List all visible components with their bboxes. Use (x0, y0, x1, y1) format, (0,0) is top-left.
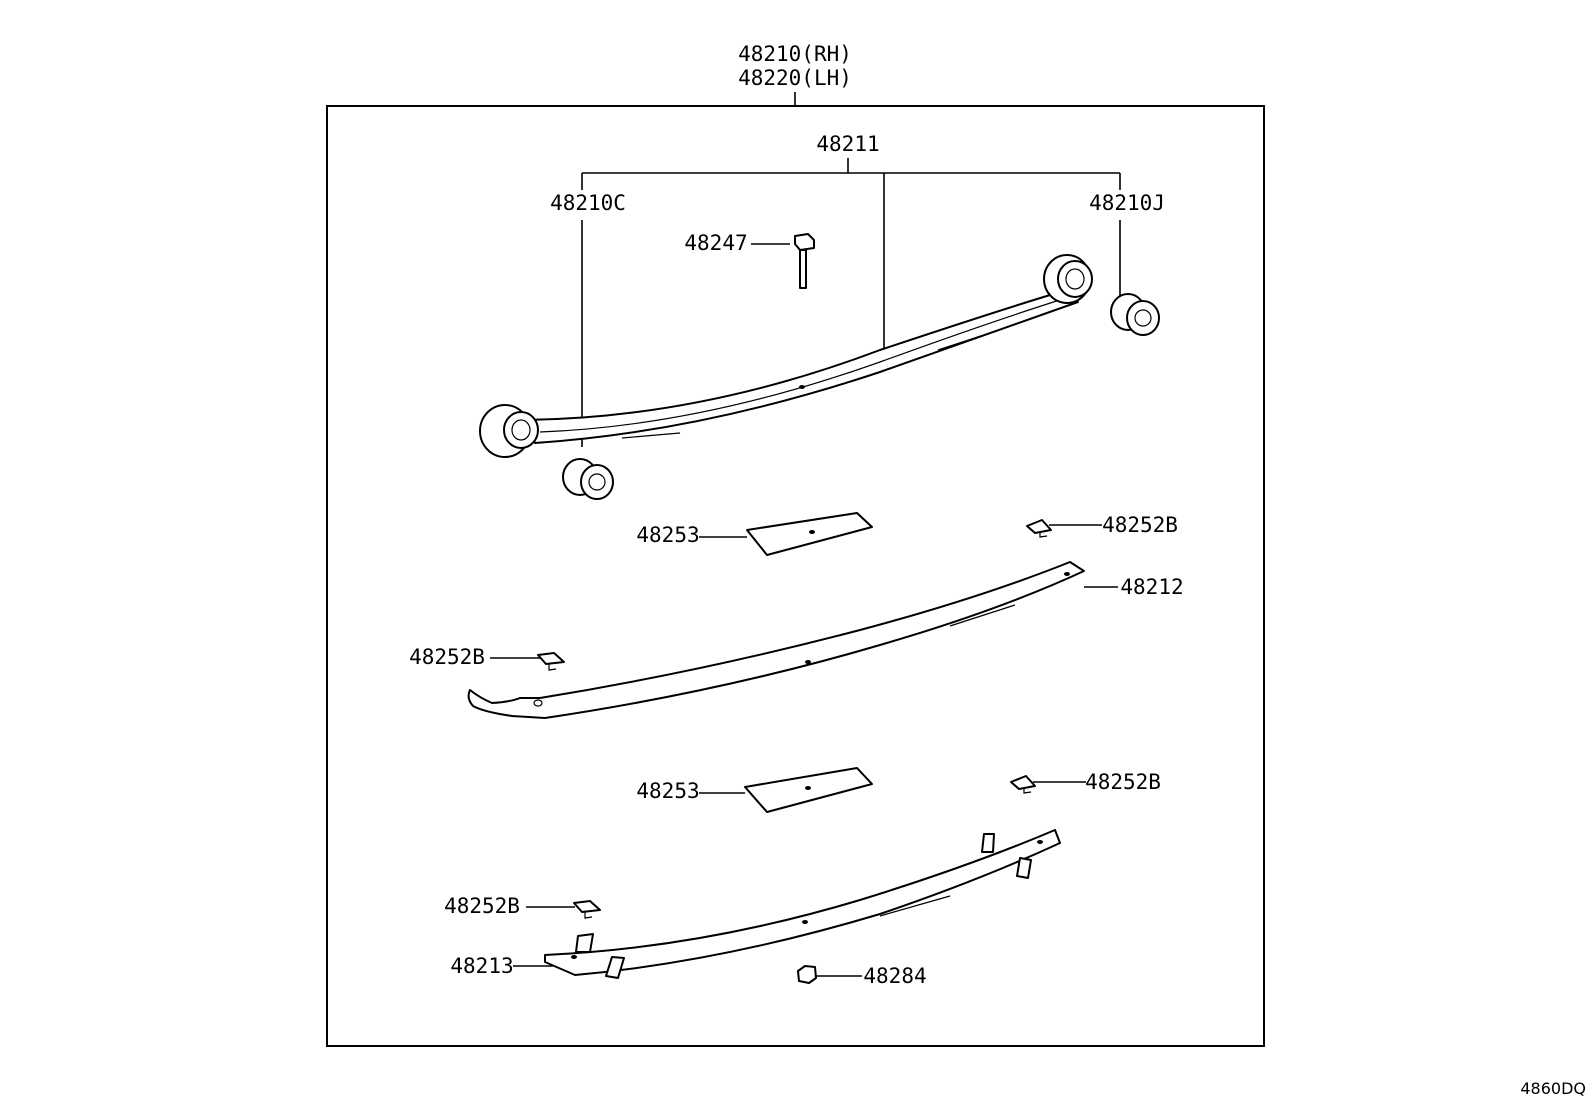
leaf-spring-48213[interactable] (544, 829, 1061, 979)
label-48253-lower[interactable]: 48253 (636, 779, 699, 803)
label-48252B-lower-right[interactable]: 48252B (1085, 770, 1161, 794)
assembly-label-lh[interactable]: 48220(LH) (738, 66, 852, 90)
label-48213[interactable]: 48213 (450, 954, 513, 978)
clip-48252B-upper-right[interactable] (1026, 519, 1052, 538)
clip-48252B-lower-left[interactable] (573, 900, 601, 919)
label-48252B-upper-right[interactable]: 48252B (1102, 513, 1178, 537)
leaf-spring-48212[interactable] (467, 561, 1085, 719)
leaf-48211-leaders (581, 158, 1121, 348)
label-48211[interactable]: 48211 (816, 132, 879, 156)
bolt-48247[interactable] (794, 233, 815, 289)
figure-code: 4860DQ (1520, 1079, 1586, 1098)
label-48212[interactable]: 48212 (1120, 575, 1183, 599)
label-48247[interactable]: 48247 (684, 231, 747, 255)
label-48252B-upper-left[interactable]: 48252B (409, 645, 485, 669)
assembly-frame (326, 105, 1265, 1047)
label-48253-upper[interactable]: 48253 (636, 523, 699, 547)
clip-48252B-lower-right[interactable] (1010, 775, 1036, 794)
label-48210C[interactable]: 48210C (550, 191, 626, 215)
bushing-48210J[interactable] (1110, 293, 1160, 336)
liner-48253-lower[interactable] (744, 767, 873, 813)
liner-48253-upper[interactable] (746, 512, 873, 556)
nut-48284[interactable] (797, 965, 817, 984)
label-48210J[interactable]: 48210J (1089, 191, 1165, 215)
clip-48252B-upper-left[interactable] (537, 652, 565, 671)
label-48252B-lower-left[interactable]: 48252B (444, 894, 520, 918)
assembly-label-rh[interactable]: 48210(RH) (738, 42, 852, 66)
leaf-spring-48211[interactable] (479, 254, 1093, 458)
bushing-48210C[interactable] (562, 458, 614, 500)
label-48284[interactable]: 48284 (863, 964, 926, 988)
